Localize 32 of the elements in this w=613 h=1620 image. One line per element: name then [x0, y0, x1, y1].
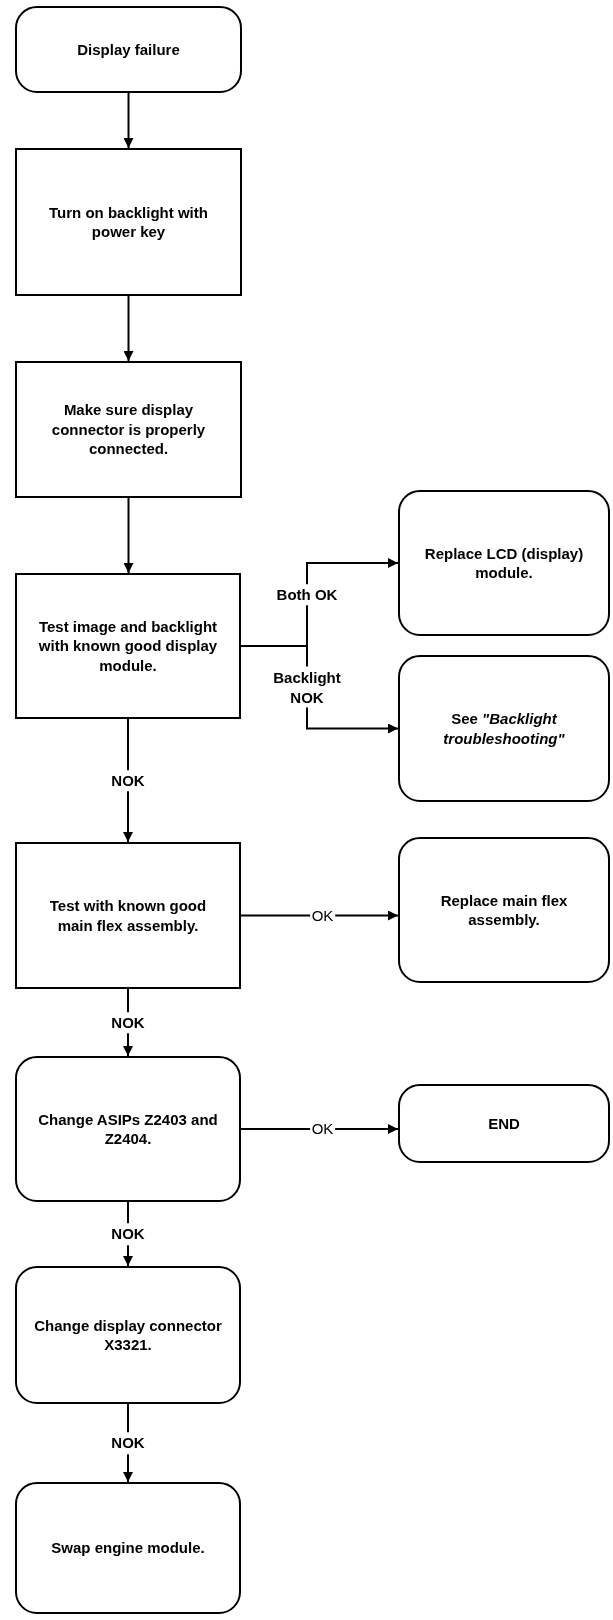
edge-label: NOK [109, 769, 147, 792]
edge-label: NOK [109, 1223, 147, 1245]
arrow [123, 295, 134, 362]
edge-label: NOK [109, 1432, 147, 1454]
node-text: END [488, 1113, 520, 1134]
node-text: Change display connector X3321. [33, 1315, 223, 1355]
node-text: Turn on backlight with power key [48, 202, 209, 242]
process-box [15, 573, 241, 719]
node-text: Test image and backlight with known good display module. [37, 616, 219, 676]
node-text: Test with known good main flex assembly. [48, 896, 208, 935]
process-box [15, 148, 242, 296]
rounded-process-box [15, 1266, 241, 1404]
rounded-process-box [15, 1056, 241, 1202]
node-text: Swap engine module. [51, 1538, 205, 1558]
node-text: Replace LCD (display) module. [423, 543, 585, 583]
edge-label: NOK [109, 1011, 147, 1034]
arrow [123, 92, 134, 149]
node-text: Display failure [77, 39, 180, 60]
process-box [15, 361, 242, 498]
rounded-process-box [15, 1482, 241, 1614]
rounded-process-box [398, 490, 610, 636]
rounded-process-box [15, 6, 242, 93]
process-box [15, 842, 241, 989]
node-text: Make sure display connector is properly connected. [50, 400, 207, 459]
edge-label: Both OK [274, 583, 340, 606]
rounded-process-box [398, 1084, 610, 1163]
rounded-process-box [398, 655, 610, 802]
node-text: Replace main flex assembly. [439, 890, 569, 930]
node-text: Change ASIPs Z2403 and Z2404. [37, 1109, 219, 1149]
node-text: See "Backlight troubleshooting" [442, 709, 566, 748]
rounded-process-box [398, 837, 610, 983]
arrow [123, 497, 134, 574]
